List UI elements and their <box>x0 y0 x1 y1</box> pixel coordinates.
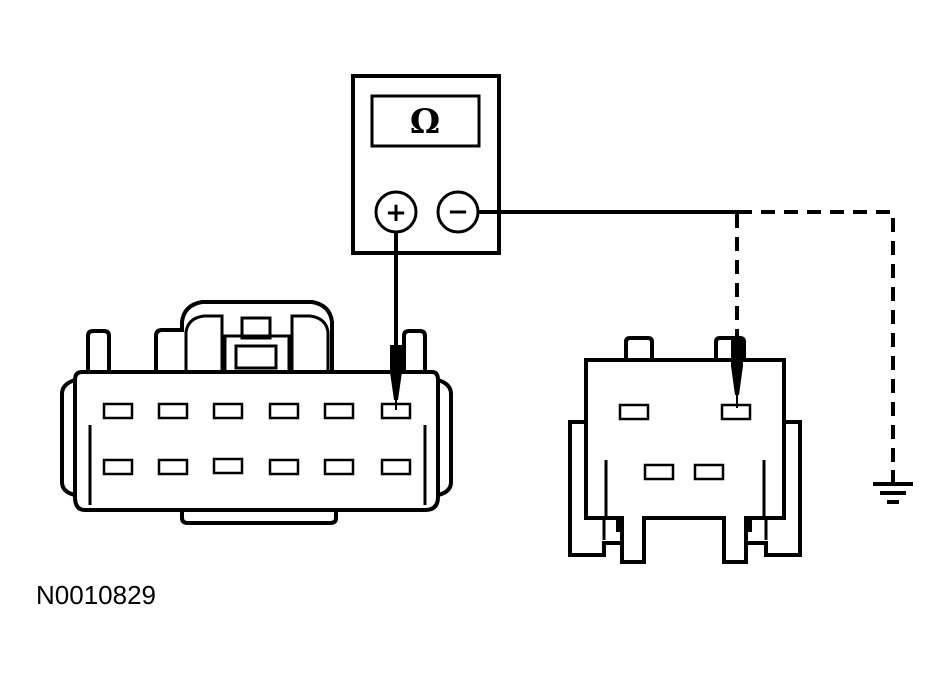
right-connector-pin <box>693 463 725 481</box>
left-connector-pin <box>323 458 355 476</box>
positive-terminal-label: + <box>385 198 407 228</box>
left-connector-pin <box>212 457 244 475</box>
meter-body <box>351 74 501 255</box>
ground-icon <box>873 470 913 504</box>
right-connector-pin <box>643 463 675 481</box>
figure-id: N0010829 <box>36 580 156 610</box>
left-connector-pin <box>102 402 134 420</box>
right-connector <box>568 336 802 564</box>
left-connector-pin <box>323 402 355 420</box>
positive-probe-icon <box>390 345 402 410</box>
left-connector-pin <box>380 458 412 476</box>
left-connector-pin <box>268 458 300 476</box>
left-connector-pin <box>157 402 189 420</box>
left-connector-body <box>73 370 440 512</box>
ohmmeter: Ω + − <box>351 74 501 255</box>
right-connector-body <box>584 358 786 564</box>
left-connector-latch <box>154 300 334 372</box>
ground-dashed-wire <box>738 210 895 470</box>
left-connector <box>60 300 453 525</box>
negative-terminal-label: − <box>447 197 469 227</box>
right-connector-pin <box>618 403 650 421</box>
negative-probe-icon <box>731 340 743 408</box>
ohm-symbol: Ω <box>410 102 440 142</box>
test-leads <box>394 210 895 470</box>
meter-display <box>370 94 481 148</box>
left-connector-pin <box>212 402 244 420</box>
left-connector-pin <box>102 458 134 476</box>
left-connector-pin <box>268 402 300 420</box>
left-connector-pin <box>157 458 189 476</box>
